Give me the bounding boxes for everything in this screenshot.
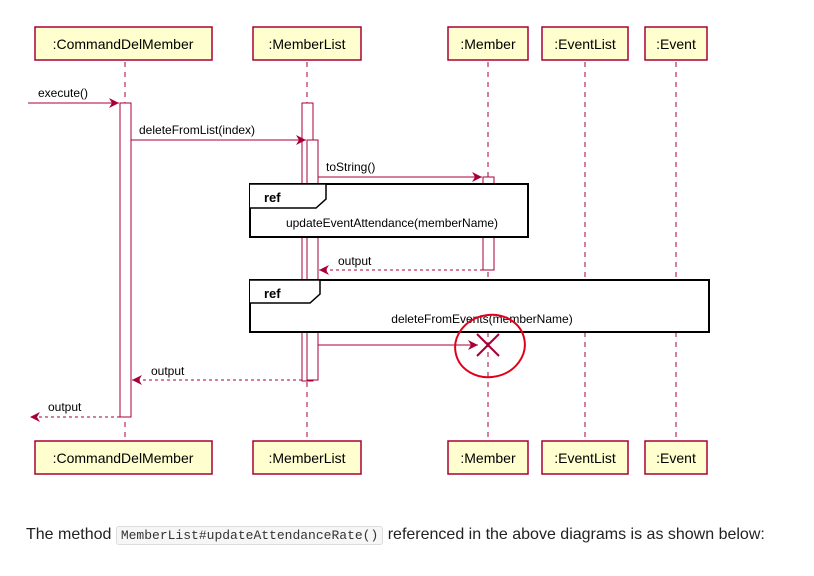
activation-memberlist-inner — [306, 139, 319, 381]
message-output-cmd: output — [30, 400, 120, 422]
message-label: toString() — [326, 160, 375, 174]
message-label: output — [48, 400, 82, 414]
participant-commanddelmember-bottom: :CommandDelMember — [34, 440, 213, 475]
participant-member-bottom: :Member — [447, 440, 529, 475]
sequence-diagram: :CommandDelMember :MemberList :Member :E… — [28, 26, 710, 475]
ref-text: updateEventAttendance(memberName) — [286, 216, 498, 230]
participant-label: :EventList — [554, 36, 616, 52]
participant-label: :EventList — [554, 450, 616, 466]
method-code: MemberList#updateAttendanceRate() — [115, 526, 384, 545]
participant-eventlist-bottom: :EventList — [541, 440, 629, 475]
message-output-memberlist: output — [132, 364, 302, 385]
ref-keyword: ref — [264, 190, 281, 205]
participant-label: :CommandDelMember — [53, 450, 194, 466]
participant-label: :MemberList — [268, 450, 345, 466]
participant-label: :Member — [460, 36, 516, 52]
participant-member-top: :Member — [447, 26, 529, 61]
participant-eventlist-top: :EventList — [541, 26, 629, 61]
red-annotation-circle — [454, 313, 526, 379]
participant-label: :Event — [656, 450, 696, 466]
activation-commanddelmember — [119, 102, 132, 418]
participant-label: :Member — [460, 450, 516, 466]
ref-frame-delete-from-events: ref deleteFromEvents(memberName) — [249, 279, 710, 333]
lifelines — [124, 62, 677, 438]
ref-frame-update-event-attendance: ref updateEventAttendance(memberName) — [249, 183, 529, 238]
message-to-string: toString() — [318, 160, 482, 182]
participant-label: :CommandDelMember — [53, 36, 194, 52]
participant-commanddelmember-top: :CommandDelMember — [34, 26, 213, 61]
message-execute: execute() — [28, 86, 119, 108]
ref-text: deleteFromEvents(memberName) — [391, 312, 572, 326]
message-label: output — [338, 254, 372, 268]
participant-label: :MemberList — [268, 36, 345, 52]
participant-event-bottom: :Event — [644, 440, 708, 475]
message-delete-from-list: deleteFromList(index) — [131, 123, 306, 145]
participant-memberlist-top: :MemberList — [252, 26, 362, 61]
message-label: deleteFromList(index) — [139, 123, 255, 137]
destroy-mark-icon — [476, 333, 500, 357]
message-output-member: output — [319, 254, 483, 275]
caption-paragraph: The method MemberList#updateAttendanceRa… — [26, 522, 786, 549]
caption-text-before: The method — [26, 526, 116, 543]
message-label: output — [151, 364, 185, 378]
participant-memberlist-bottom: :MemberList — [252, 440, 362, 475]
participant-event-top: :Event — [644, 26, 708, 61]
ref-keyword: ref — [264, 286, 281, 301]
caption-text-after: referenced in the above diagrams is as s… — [383, 526, 765, 543]
message-label: execute() — [38, 86, 88, 100]
participant-label: :Event — [656, 36, 696, 52]
